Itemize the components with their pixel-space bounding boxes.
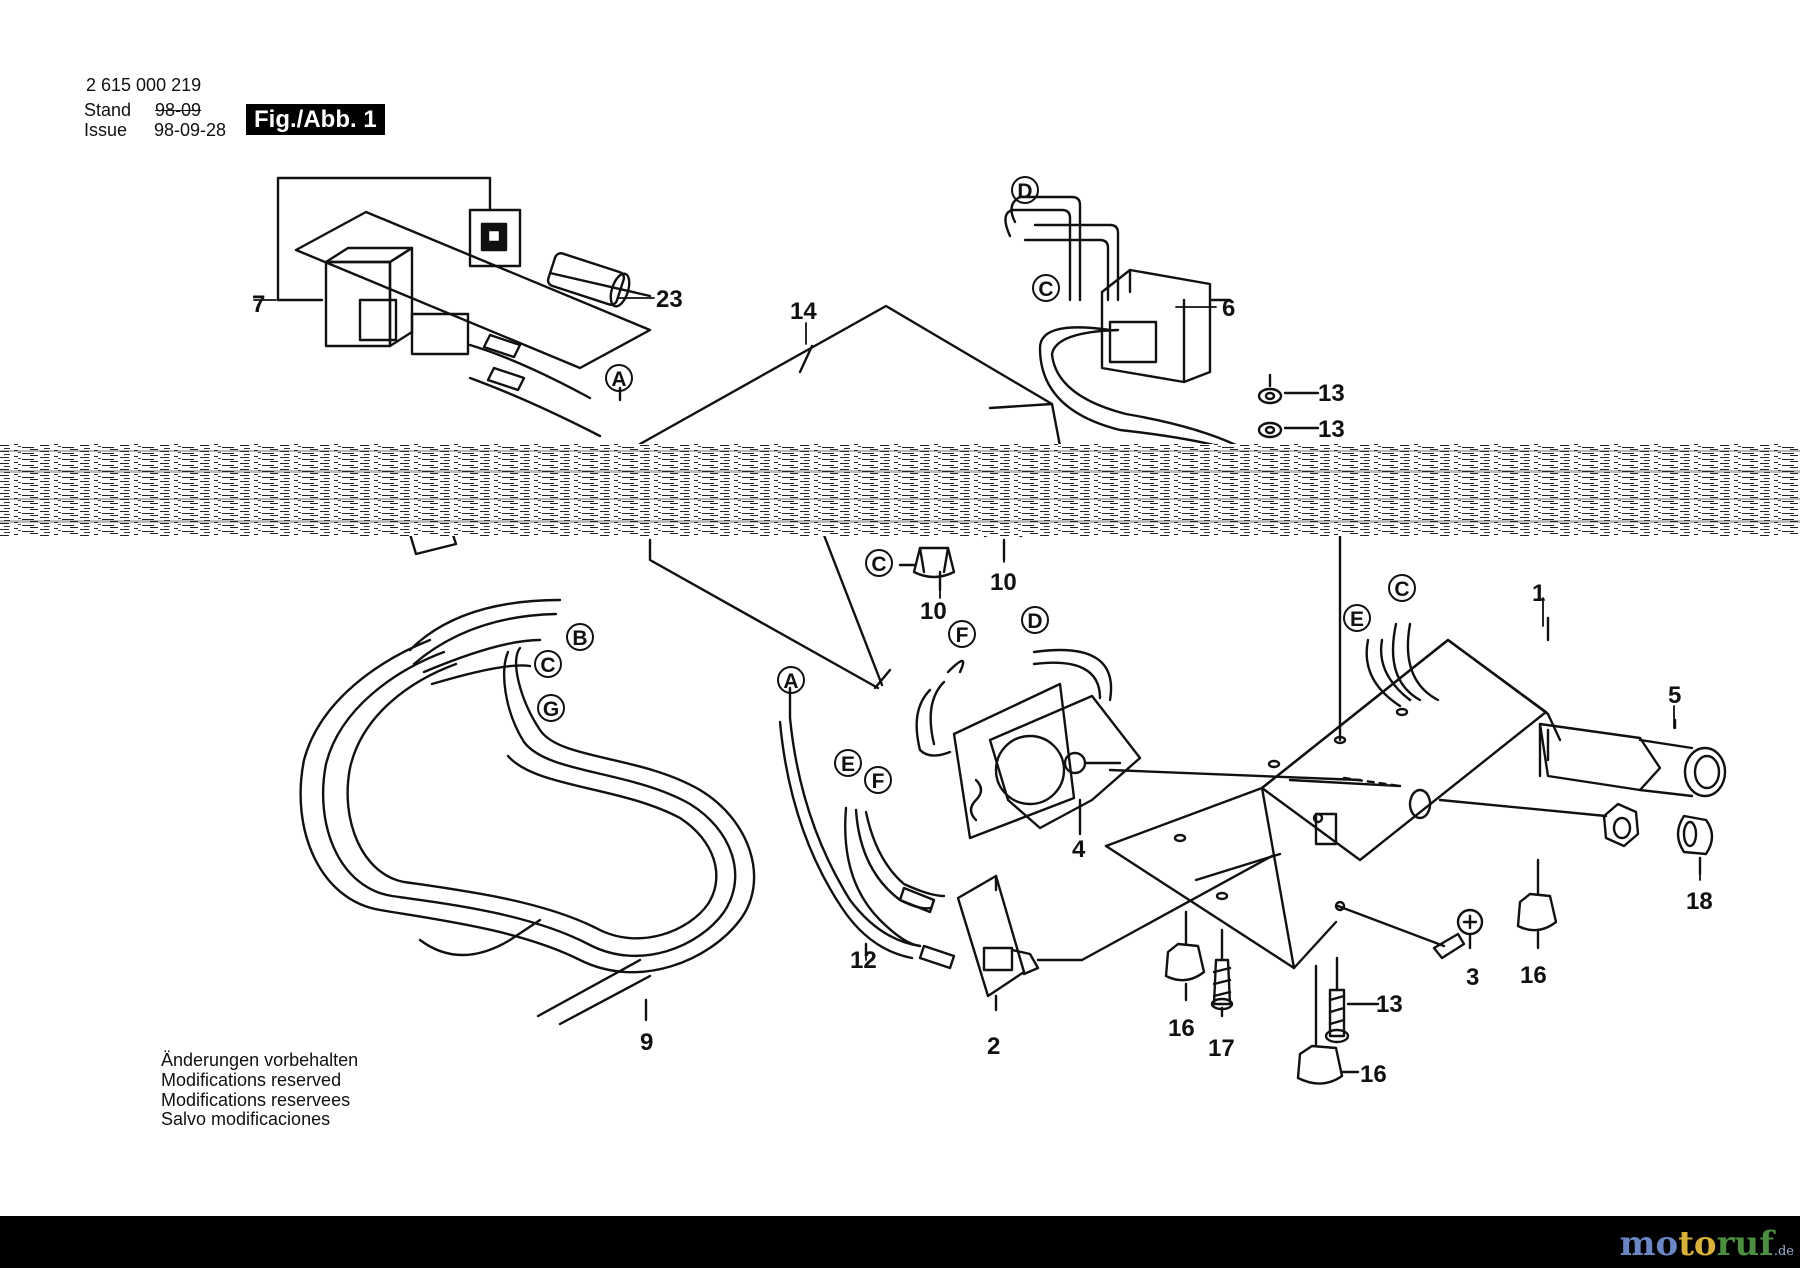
old-date-struck: 98-09 [155, 100, 202, 120]
callout-numbers: 1 2 3 4 5 6 7 9 10 10 12 13 13 13 14 16 … [252, 286, 1713, 1088]
part-5-lamp [1538, 718, 1727, 798]
part-18-nut [1602, 802, 1714, 876]
callout-17: 17 [1208, 1035, 1235, 1062]
part-1-housing [1104, 528, 1608, 970]
issue-label: Issue [84, 120, 128, 140]
callout-16a: 16 [1168, 1015, 1195, 1042]
part-9-cord [299, 598, 756, 1026]
callout-23: 23 [656, 286, 683, 313]
letter-c-housing: C [1394, 578, 1409, 601]
part-16-feet [1164, 858, 1558, 1085]
note-en: Modifications reserved [161, 1070, 342, 1090]
letter-b: B [572, 627, 587, 650]
connector-markers [534, 176, 1416, 794]
callout-9: 9 [640, 1029, 653, 1056]
stand-label: Stand [84, 100, 132, 120]
letter-d-switch6: D [1017, 180, 1032, 203]
letter-e-wires: E [841, 753, 855, 776]
callout-7: 7 [252, 291, 265, 318]
connector-letters: A A B C C C C D D E E F F G [540, 180, 1409, 793]
scan-noise-band [0, 444, 1800, 536]
note-fr: Modifications reservees [161, 1090, 351, 1110]
callout-1: 1 [1532, 580, 1545, 607]
callout-18: 18 [1686, 888, 1713, 915]
letter-f-wires: F [872, 770, 885, 793]
part-4-potentiometer [915, 648, 1362, 840]
callout-14: 14 [790, 298, 817, 325]
letter-c-cord: C [540, 654, 555, 677]
fuse [546, 252, 631, 308]
part-7-switch-assembly [276, 176, 652, 438]
callout-12: 12 [850, 947, 877, 974]
part-17-screw [1210, 928, 1234, 1018]
callout-4: 4 [1072, 836, 1086, 863]
part-2-slide-switch [956, 854, 1274, 1012]
callout-13b: 13 [1318, 416, 1345, 443]
callout-16c: 16 [1360, 1061, 1387, 1088]
callout-10a: 10 [920, 598, 947, 625]
letter-f-pot: F [956, 624, 969, 647]
part-3-screw [1432, 908, 1484, 960]
issue-date: 98-09-28 [154, 120, 227, 140]
part-13-washers-top [1257, 373, 1320, 439]
part-12-wires [778, 686, 956, 970]
callout-10b: 10 [990, 569, 1017, 596]
callout-13a: 13 [1318, 380, 1345, 407]
letter-g: G [543, 698, 559, 721]
part-14-cover [638, 304, 1062, 690]
callout-13c: 13 [1376, 991, 1403, 1018]
letter-d-pot: D [1027, 610, 1042, 633]
letter-a-top: A [611, 368, 626, 391]
letter-e-housing: E [1350, 608, 1364, 631]
letter-c-switch6: C [1038, 278, 1053, 301]
letter-a-bottom: A [783, 670, 798, 693]
note-es: Salvo modificaciones [161, 1109, 331, 1129]
callout-6: 6 [1222, 295, 1235, 322]
callout-5: 5 [1668, 682, 1681, 709]
callout-2: 2 [987, 1033, 1000, 1060]
part-number: 2 615 000 219 [86, 75, 202, 95]
callout-3: 3 [1466, 964, 1479, 991]
footer-band [0, 1216, 1800, 1268]
part-13-screw-bottom [1324, 956, 1380, 1044]
motoruf-logo: motoruf.de [1619, 1224, 1794, 1264]
letter-c-knob: C [871, 553, 886, 576]
leader-lines [253, 297, 1701, 961]
part-6-switch [1004, 195, 1248, 457]
callout-16b: 16 [1520, 962, 1547, 989]
figure-tag: Fig./Abb. 1 [246, 104, 385, 135]
note-de: Änderungen vorbehalten [161, 1050, 359, 1070]
